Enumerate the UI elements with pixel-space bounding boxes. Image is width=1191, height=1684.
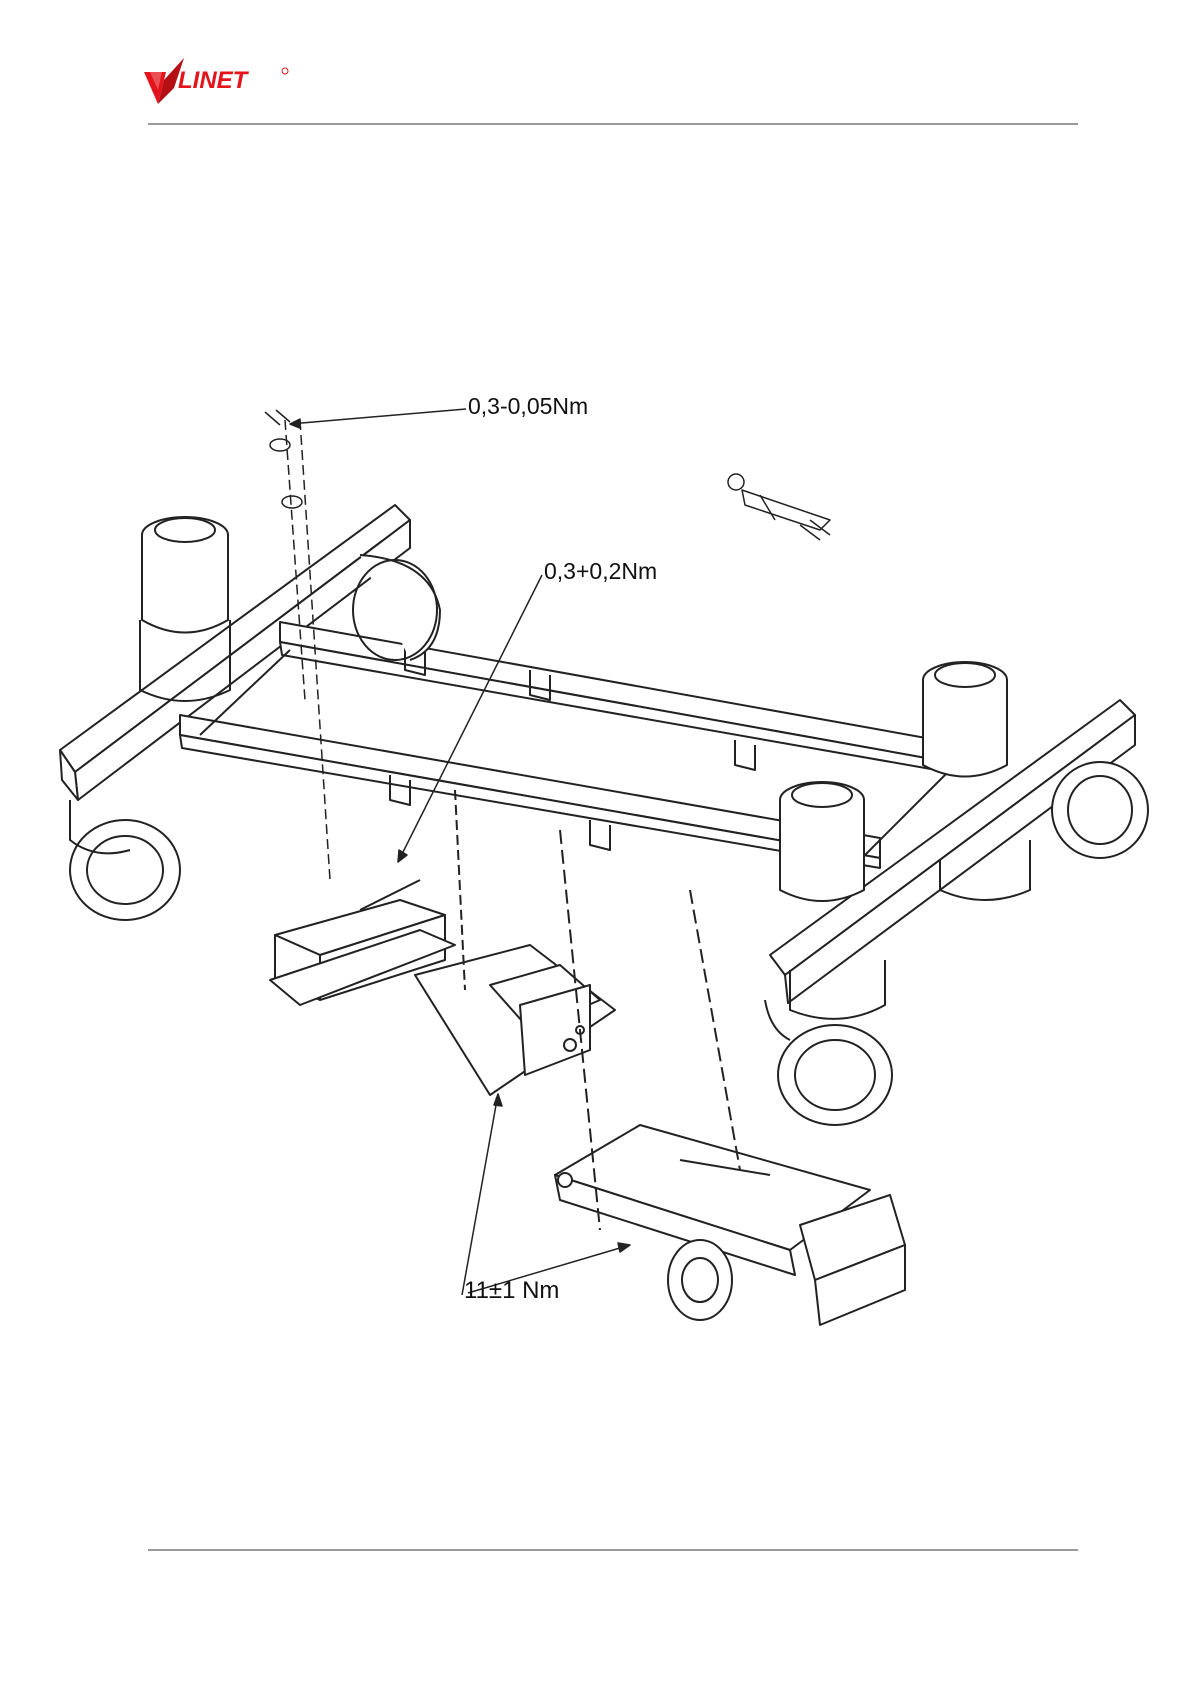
patient-orientation-icon <box>728 474 830 540</box>
caster-left-front <box>70 800 180 920</box>
torque-label-drive-unit: 11±1 Nm <box>464 1277 559 1305</box>
caster-right-back <box>1052 762 1148 858</box>
torque-label-control-box: 0,3+0,2Nm <box>544 558 657 585</box>
torque-label-top-screws: 0,3-0,05Nm <box>468 393 588 420</box>
